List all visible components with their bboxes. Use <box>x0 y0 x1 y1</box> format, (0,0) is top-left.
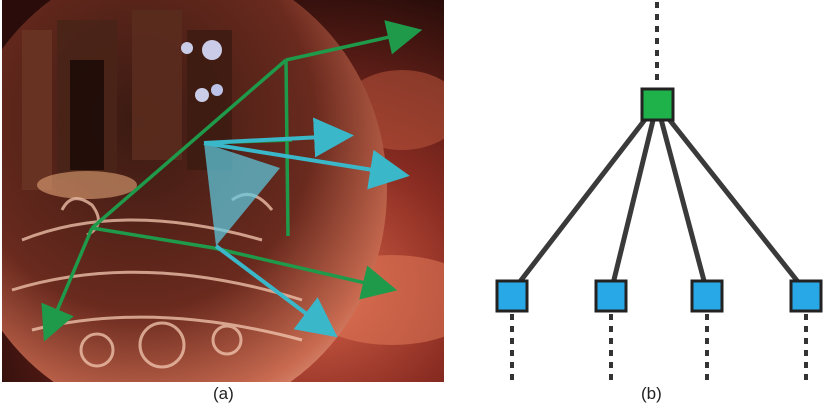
green-edge-3 <box>91 226 215 250</box>
child-node-2 <box>594 279 628 313</box>
photo-panel <box>0 0 482 415</box>
green-edge-1 <box>90 58 288 230</box>
edge-child-2 <box>608 101 660 295</box>
root-node <box>640 87 675 122</box>
edge-child-3 <box>654 101 710 295</box>
tree-panel <box>470 0 828 390</box>
child-node-1 <box>495 279 529 313</box>
tree-edges <box>509 101 809 295</box>
green-edge-2 <box>284 59 290 237</box>
child-node-4 <box>789 279 823 313</box>
child-dotted-lines <box>510 314 808 384</box>
cyan-arrow-middle <box>203 141 410 190</box>
green-arrow-top-right <box>285 20 423 62</box>
edge-child-4 <box>654 101 809 295</box>
green-axes <box>41 20 423 342</box>
cyan-axes <box>203 117 410 338</box>
green-arrow-right <box>213 246 398 300</box>
sphere-photo <box>0 0 482 415</box>
caption-b: (b) <box>641 384 662 403</box>
cyan-arrow-lower <box>214 244 338 338</box>
cyan-arrow-upper <box>203 117 354 158</box>
green-arrow-down-left <box>41 227 94 342</box>
caption-a: (a) <box>213 384 234 403</box>
edge-child-1 <box>509 101 660 295</box>
cyan-triangle <box>204 143 280 246</box>
child-node-3 <box>690 279 724 313</box>
tree-diagram <box>495 2 823 384</box>
